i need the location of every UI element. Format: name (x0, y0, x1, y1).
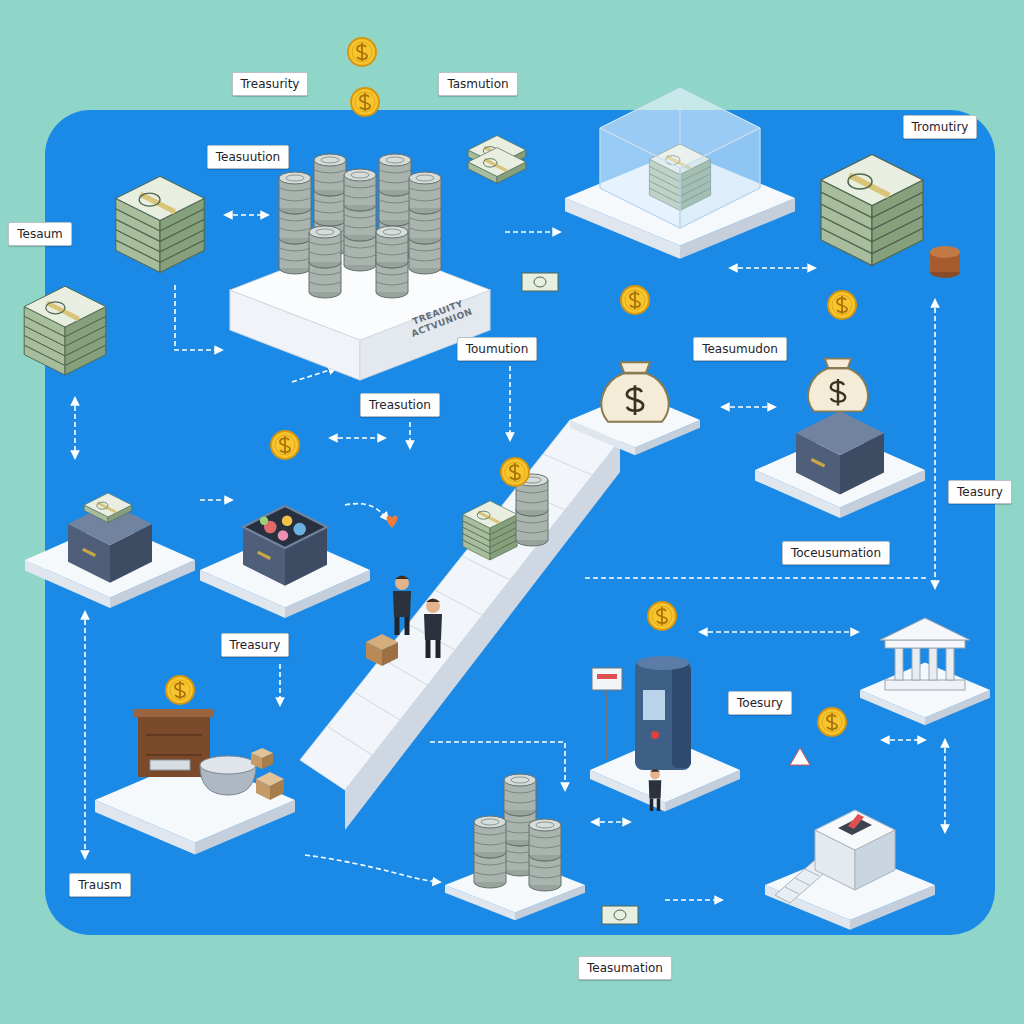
label-box: Treasury (221, 633, 290, 657)
box-text: Teasury (957, 485, 1003, 499)
box-text: Teasumudon (702, 342, 778, 356)
box-text: Toceusumation (791, 546, 881, 560)
label-box: Teasury (948, 480, 1012, 504)
label-box: Toumution (457, 337, 538, 361)
box-text: Treasury (230, 638, 281, 652)
platform-label: TREAUITY ACTVUNION (402, 294, 479, 341)
label-box: Teasuution (207, 145, 289, 169)
label-box: Toesury (728, 691, 792, 715)
label-box: Tesaum (8, 222, 72, 246)
box-text: Tromutiry (912, 120, 969, 134)
box-text: Tasmution (447, 77, 508, 91)
label-box: Toceusumation (782, 541, 890, 565)
box-text: Toumution (466, 342, 529, 356)
label-box: Tromutiry (903, 115, 978, 139)
label-holder: TREAUITY ACTVUNION (402, 294, 479, 341)
label-box: Teasumation (578, 956, 672, 980)
box-text: Trausm (78, 878, 121, 892)
label-box: Trausm (69, 873, 130, 897)
box-text: Teasumation (587, 961, 663, 975)
label-box: Treasution (360, 393, 440, 417)
box-text: Tesaum (17, 227, 63, 241)
label-box: Teasumudon (693, 337, 787, 361)
label-box: Treasurity (232, 72, 309, 96)
box-text: Treasution (369, 398, 431, 412)
box-text: Teasuution (216, 150, 280, 164)
box-text: Treasurity (241, 77, 300, 91)
box-text: Toesury (737, 696, 783, 710)
label-box: Tasmution (438, 72, 517, 96)
